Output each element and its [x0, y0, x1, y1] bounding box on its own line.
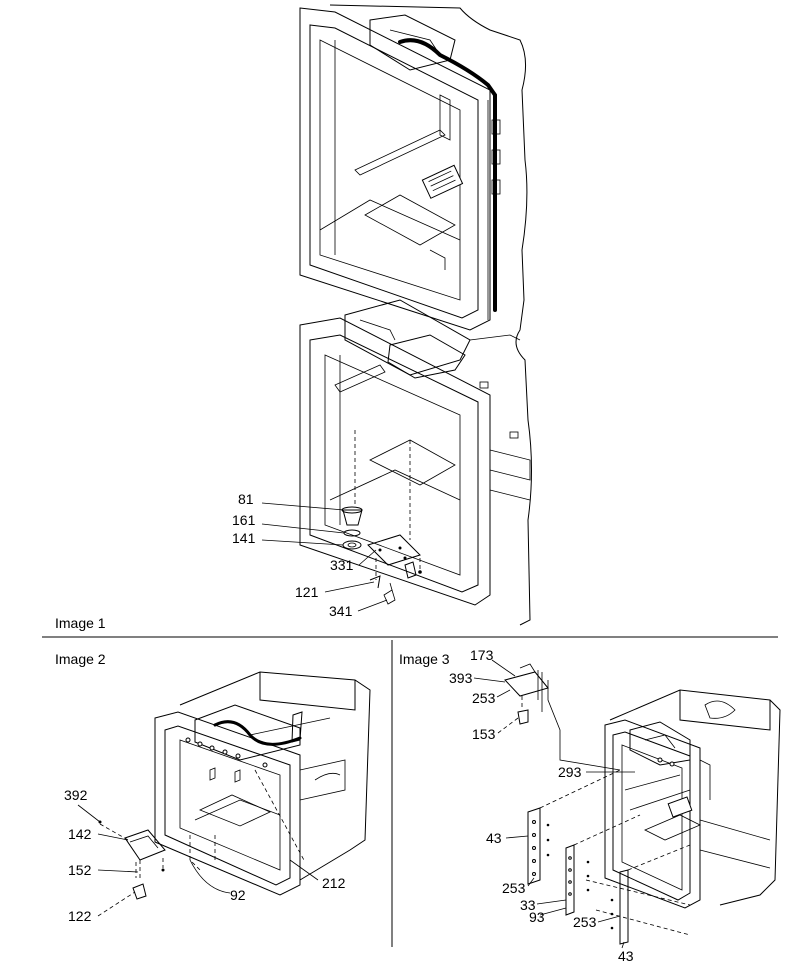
wire-harness-2 — [213, 720, 302, 746]
hinge-pin-81 — [342, 509, 363, 526]
hinge-plate-331 — [367, 534, 421, 566]
washer-141 — [342, 540, 362, 550]
cabinet-outline — [329, 4, 532, 626]
callout-43-left: 43 — [486, 830, 502, 846]
hinge-253-top — [504, 671, 549, 697]
caption-image3: Image 3 — [399, 651, 450, 667]
callout-253-mid: 253 — [502, 880, 526, 896]
callout-253-bottom: 253 — [573, 914, 597, 930]
callout-152: 152 — [68, 862, 92, 878]
callout-393: 393 — [449, 670, 473, 686]
wire-harness — [398, 38, 497, 312]
image1-drawing — [299, 4, 532, 626]
image3-callouts: 173 393 253 153 293 43 253 33 93 253 43 — [449, 647, 634, 964]
callout-121: 121 — [295, 584, 319, 600]
caption-image1: Image 1 — [55, 615, 106, 631]
image3-drawing — [504, 663, 781, 945]
rail-33 — [565, 844, 575, 916]
roller-341 — [404, 561, 417, 579]
callout-212: 212 — [322, 875, 346, 891]
image1-callouts: 81 161 141 331 121 341 — [232, 491, 354, 619]
caption-image2: Image 2 — [55, 651, 106, 667]
image2-callouts: 392 142 152 122 92 212 — [64, 787, 346, 924]
bushing-122 — [132, 883, 147, 900]
rail-43-left — [527, 807, 541, 885]
vent-grille — [428, 170, 456, 192]
liner-frame-3 — [604, 719, 701, 909]
callout-392: 392 — [64, 787, 88, 803]
image1-leaders — [261, 502, 388, 612]
callout-293: 293 — [558, 764, 582, 780]
callout-253-top: 253 — [472, 690, 496, 706]
image2-drawing — [98, 671, 371, 900]
callout-43-bottom: 43 — [618, 948, 634, 964]
callout-122: 122 — [68, 908, 92, 924]
callout-173: 173 — [470, 647, 494, 663]
lower-liner-frame — [299, 317, 491, 606]
callout-153: 153 — [472, 726, 496, 742]
callout-93: 93 — [529, 909, 545, 925]
callout-142: 142 — [68, 826, 92, 842]
rail-43-bottom — [619, 869, 629, 945]
callout-33: 33 — [520, 897, 536, 913]
upper-liner-frame — [299, 7, 491, 331]
callout-81: 81 — [238, 491, 254, 507]
image3-leaders — [473, 659, 635, 949]
callout-331: 331 — [330, 557, 354, 573]
hinge-plate-142 — [124, 829, 166, 861]
callout-161: 161 — [232, 512, 256, 528]
callout-92: 92 — [230, 887, 246, 903]
callout-141: 141 — [232, 530, 256, 546]
callout-341: 341 — [329, 603, 353, 619]
image2-leaders — [77, 804, 319, 917]
bushing-153 — [517, 709, 529, 725]
liner-frame — [154, 711, 301, 896]
